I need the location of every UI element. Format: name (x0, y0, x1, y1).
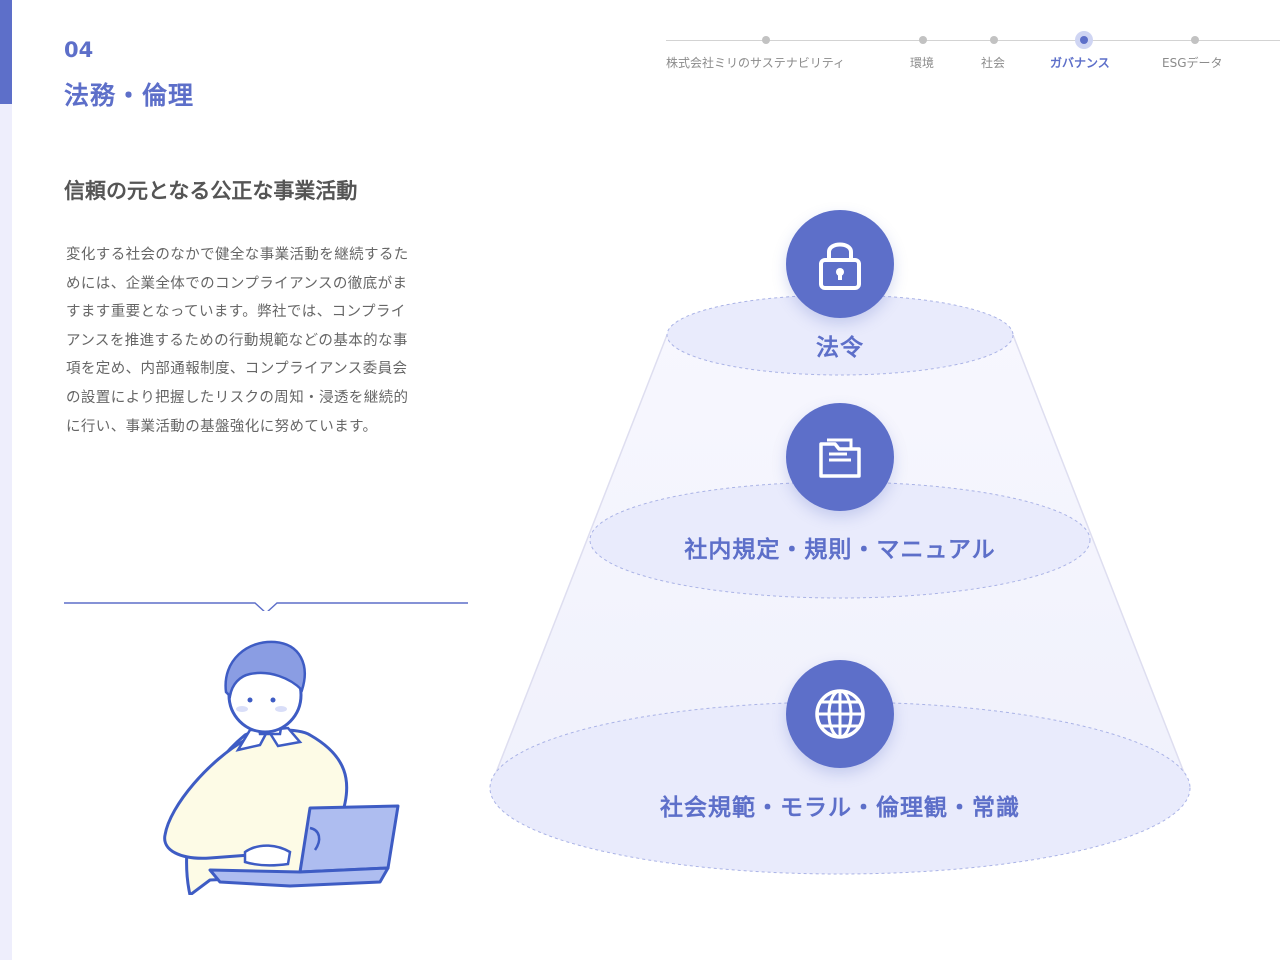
lock-icon-badge (786, 210, 894, 318)
nav-label: 株式会社ミリのサステナビリティ (666, 56, 846, 70)
folder-document-icon (819, 438, 861, 478)
body-line: の設置により把握したリスクの周知・浸透を継続的 (66, 389, 409, 406)
body-paragraph: 変化する社会のなかで健全な事業活動を継続するた めには、企業全体でのコンプライア… (66, 241, 458, 441)
body-line: めには、企業全体でのコンプライアンスの徹底がま (66, 275, 408, 292)
person-laptop-illustration (163, 640, 400, 895)
pyramid-shape (489, 294, 1191, 875)
nav-label: 環境 (910, 56, 935, 70)
compliance-pyramid-diagram: 法令 社内規定・規則・マニュアル 社会規範・モラル・倫理観・常識 (480, 200, 1200, 920)
nav-dot (1191, 36, 1199, 44)
section-title: 法務・倫理 (64, 81, 195, 110)
tier-label-internal-rules: 社内規定・規則・マニュアル (684, 537, 996, 563)
body-line: アンスを推進するための行動規範などの基本的な事 (66, 332, 408, 349)
body-line: 変化する社会のなかで健全な事業活動を継続するた (66, 247, 409, 263)
progress-nav: 株式会社ミリのサステナビリティ 環境 社会 ガバナンス ESGデータ (660, 24, 1280, 84)
nav-dot-active (1075, 31, 1093, 49)
side-strip (0, 0, 12, 960)
nav-dot (990, 36, 998, 44)
nav-label-active: ガバナンス (1050, 56, 1110, 70)
side-accent-bar (0, 0, 12, 104)
folder-icon-badge (786, 403, 894, 511)
globe-icon-badge (786, 660, 894, 768)
tier-label-law: 法令 (816, 335, 864, 361)
speech-divider (64, 602, 468, 611)
nav-dot (762, 36, 770, 44)
nav-dot (919, 36, 927, 44)
nav-label: 社会 (981, 56, 1006, 70)
tier-label-social-norms: 社会規範・モラル・倫理観・常識 (660, 795, 1020, 821)
body-line: に行い、事業活動の基盤強化に努めています。 (66, 418, 378, 435)
section-number: 04 (64, 38, 94, 62)
body-line: 項を定め、内部通報制度、コンプライアンス委員会 (66, 361, 408, 378)
progress-line (666, 40, 1280, 41)
globe-icon (815, 689, 865, 739)
body-line: すます重要となっています。弊社では、コンプライ (66, 304, 406, 321)
lock-icon (819, 242, 861, 290)
lead-heading: 信頼の元となる公正な事業活動 (64, 179, 358, 203)
nav-label: ESGデータ (1162, 56, 1223, 70)
